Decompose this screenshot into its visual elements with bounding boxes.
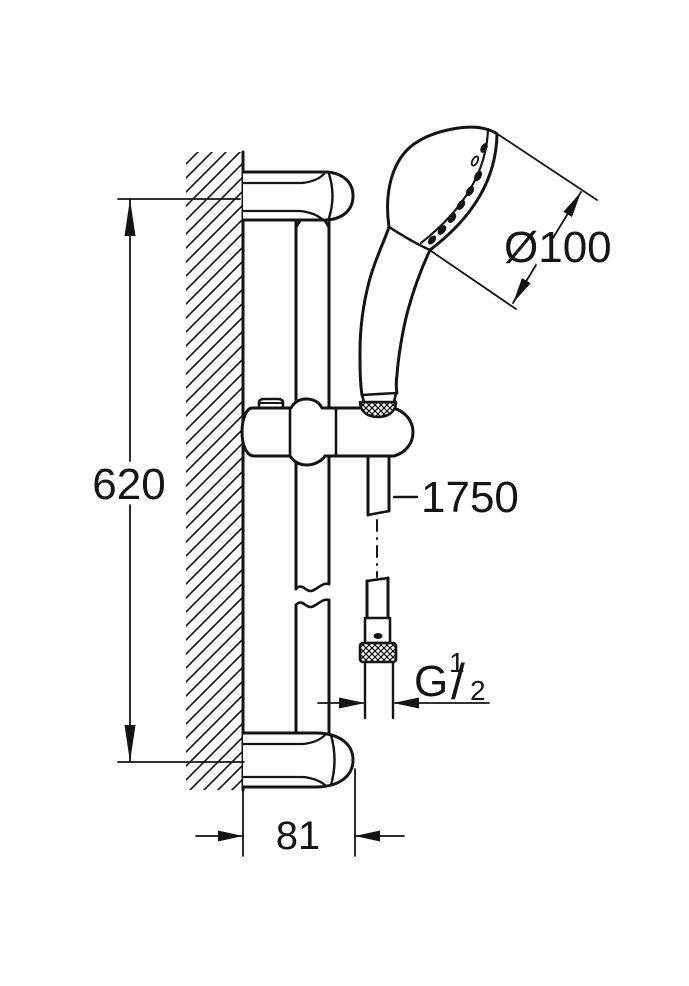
neck-joint-line (387, 225, 432, 252)
shower-hose (358, 454, 398, 720)
dimension-bracket-depth: 81 (195, 768, 405, 858)
slider-holder (240, 397, 415, 467)
wall-hatch (186, 152, 243, 790)
handle-left-edge (358, 225, 391, 397)
shower-rail (294, 213, 331, 737)
dimension-thread-size: G 1 / 2 (317, 647, 490, 710)
rail-break-lower (294, 598, 331, 609)
rail-break-upper (294, 582, 331, 593)
spray-nozzles (427, 143, 488, 245)
arrow-lower-left (513, 278, 531, 303)
thread-label-g: G (414, 657, 448, 706)
wall-section (186, 150, 245, 792)
arrow-right (339, 697, 365, 709)
dimension-head-diameter: Ø100 (430, 134, 612, 310)
arrow-left (393, 697, 419, 709)
arrow-upper-right (563, 192, 581, 217)
spray-face-inner (419, 127, 490, 245)
hose-length-label: 1750 (421, 473, 519, 522)
dimension-hose-length: 1750 (392, 473, 519, 522)
hand-shower (358, 125, 499, 404)
hose-end-fitting (363, 616, 392, 645)
thread-label-slash: / (451, 654, 465, 710)
arrow-up (124, 199, 136, 236)
top-wall-bracket (241, 170, 355, 222)
bottom-wall-bracket (241, 731, 355, 789)
handle-cone (360, 391, 398, 404)
nozzle-outline (470, 155, 480, 167)
hose-connector-nut (358, 641, 398, 664)
dimension-rail-length: 620 (92, 198, 245, 763)
thread-label-denominator: 2 (470, 675, 486, 706)
handle-knurled-nut (358, 400, 398, 419)
arrow-left (355, 830, 380, 842)
handle-right-edge (394, 248, 432, 395)
shower-head-outline (386, 125, 499, 229)
top-bracket-cap-edge (327, 172, 334, 220)
rail-length-label: 620 (92, 460, 165, 509)
head-diameter-label: Ø100 (504, 223, 612, 272)
bracket-depth-label: 81 (276, 814, 321, 858)
thread-label-numerator: 1 (449, 647, 465, 678)
arrow-down (124, 725, 136, 762)
spray-face-outer (428, 132, 499, 252)
bottom-bracket-cap-edge (329, 733, 336, 787)
arrow-right (218, 830, 243, 842)
